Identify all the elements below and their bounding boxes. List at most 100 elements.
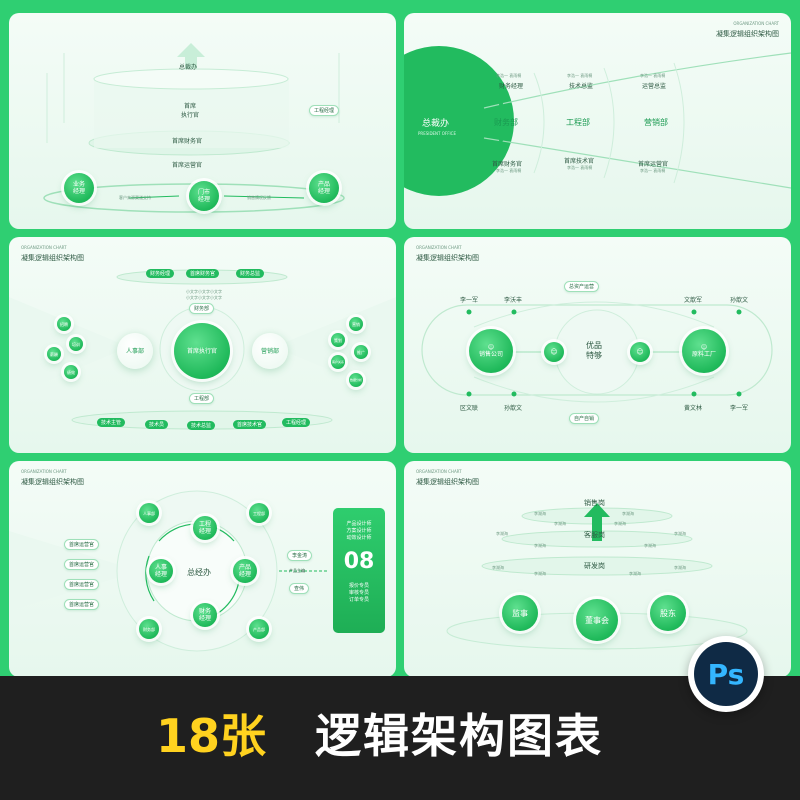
- photoshop-icon: Ps: [694, 642, 758, 706]
- top-pill-cfo: 首席财务官: [186, 269, 220, 278]
- role-coo: 首席运营官: [638, 161, 669, 168]
- panel5-subtitle: ORGANIZATION CHART: [21, 469, 67, 474]
- outer-product-dept: 产品部: [249, 619, 269, 639]
- name-top-1: 李一军: [460, 297, 479, 304]
- person-label: 李湖海: [614, 521, 626, 526]
- left-pill-coo: 首席运营官: [64, 579, 100, 590]
- right-pill-customer: 客户关系: [331, 355, 345, 369]
- left-pill-coo: 首席运营官: [64, 599, 100, 610]
- person-label: 李湖海: [674, 565, 686, 570]
- base-board: 董事会: [576, 599, 618, 641]
- card-role-3: 动效设计师: [346, 535, 372, 541]
- role-finance-manager: 财务经理: [499, 83, 524, 90]
- card-role-1: 产品设计师: [346, 521, 372, 527]
- center-ceo: 首席执行官: [174, 323, 230, 379]
- desc-text: 小文字小文字小文字: [186, 295, 222, 300]
- center-label: 优品 特够: [586, 341, 602, 360]
- panel5-title: 凝集逻辑组织架构图: [21, 478, 84, 486]
- person-label: 李浩一 袁雨桐: [496, 73, 522, 78]
- bottom-pill-technician: 技术员: [145, 420, 169, 429]
- node-product-manager: 产品 经理: [309, 173, 339, 203]
- panel2-subtitle: ORGANIZATION CHART: [733, 21, 779, 26]
- node-sales-company-label: 销售公司: [478, 351, 503, 358]
- tag-engineering-dept: 工程部: [189, 393, 215, 404]
- person-icon: ☺: [630, 342, 650, 362]
- panel-position-hierarchy-chart: ORGANIZATION CHART 凝集逻辑组织架构图 销售岗 客服岗 研发岗…: [404, 461, 791, 677]
- right-pill-marketing: 营销: [349, 317, 363, 331]
- flow-right-label: 销售情况反馈: [247, 195, 271, 200]
- panel1-decor: [43, 43, 345, 213]
- bottom-pill-engineering-manager: 工程经理: [282, 418, 311, 427]
- person-label: 李湖海: [496, 531, 508, 536]
- left-pill-salary: 薪酬: [47, 347, 61, 361]
- name-top-3: 文歆军: [684, 297, 703, 304]
- label-self-production: 自产自销: [569, 413, 600, 424]
- outer-engineering-dept: 工程部: [249, 503, 269, 523]
- dept-engineering: 工程部: [566, 118, 590, 127]
- panel2-decor: [404, 46, 791, 196]
- person-label: 李湖海: [534, 511, 546, 516]
- person-icon: ☺: [700, 344, 708, 351]
- panel-supply-chain-chart: ORGANIZATION CHART 凝集逻辑组织架构图 总资产运营 自产自销 …: [404, 237, 791, 453]
- panel-ceo-center-chart: ORGANIZATION CHART 凝集逻辑组织架构图 财务经理 首席财务官 …: [9, 237, 396, 453]
- person-label: 李湖海: [622, 511, 634, 516]
- base-supervisor: 监事: [502, 595, 538, 631]
- top-pill-finance-director: 财务总监: [236, 269, 265, 278]
- panel2-title: 凝集逻辑组织架构图: [716, 30, 779, 38]
- side-label-engineering-manager: 工程经理: [309, 105, 340, 116]
- left-pill-coo: 首席运营官: [64, 559, 100, 570]
- banner-count: 18张: [156, 709, 267, 763]
- outer-finance-dept: 财务部: [139, 619, 159, 639]
- panel4-subtitle: ORGANIZATION CHART: [416, 245, 462, 250]
- panel-general-office-chart: ORGANIZATION CHART 凝集逻辑组织架构图 总经办 工程 经理 产…: [9, 461, 396, 677]
- panel3-subtitle: ORGANIZATION CHART: [21, 245, 67, 250]
- photoshop-badge: Ps: [688, 636, 764, 712]
- name-top-2: 李沃丰: [504, 297, 523, 304]
- top-pill-finance-manager: 财务经理: [146, 269, 175, 278]
- bottom-pill-cto: 首席技术官: [233, 420, 267, 429]
- panel-president-office-chart: ORGANIZATION CHART 凝集逻辑组织架构图 总裁办 PRESIDE…: [404, 13, 791, 229]
- card-role-2: 方案设计师: [346, 528, 372, 534]
- right-pill-person-2: 查伟: [289, 583, 310, 594]
- left-pill-performance: 绩效: [64, 365, 78, 379]
- node-raw-material-factory-label: 原料工厂: [691, 351, 716, 358]
- node-raw-material-factory: ☺ 原料工厂: [682, 329, 726, 373]
- dept-finance: 财务部: [494, 118, 518, 127]
- banner-title: 逻辑架构图表: [315, 709, 603, 763]
- panel4-title: 凝集逻辑组织架构图: [416, 254, 479, 262]
- right-pill-data: 数据分析: [349, 373, 363, 387]
- hub-english-label: PRESIDENT OFFICE: [418, 131, 457, 136]
- panel5-decor: [9, 490, 329, 652]
- level-service-position: 客服岗: [584, 531, 605, 539]
- name-bottom-2: 孙歆文: [504, 405, 523, 412]
- role-operations-director: 运营总监: [642, 83, 667, 90]
- ring-engineering-manager: 工程 经理: [193, 516, 217, 540]
- node-sales-company: ☺ 销售公司: [469, 329, 513, 373]
- person-label: 李浩一 袁雨桐: [567, 165, 593, 170]
- desc-text: 小文字小文字小文字: [186, 289, 222, 294]
- panel6-title: 凝集逻辑组织架构图: [416, 478, 479, 486]
- person-label: 李浩一 袁雨桐: [640, 73, 666, 78]
- role-tech-director: 技术总监: [569, 83, 594, 90]
- person-label: 李湖海: [554, 521, 566, 526]
- center-general-office: 总经办: [187, 568, 211, 577]
- node-business-manager: 业务 经理: [64, 173, 94, 203]
- ring-product-manager: 产品 经理: [233, 559, 257, 583]
- right-pill-person-1: 李金涛: [287, 550, 313, 561]
- ring-finance-manager: 财务 经理: [193, 603, 217, 627]
- base-shareholders: 股东: [650, 595, 686, 631]
- label-total-asset-operation: 总资产运营: [564, 281, 600, 292]
- bottom-banner: [0, 676, 800, 800]
- left-pill-training: 培训: [69, 337, 83, 351]
- card-role-6: 订单专员: [348, 597, 369, 603]
- outer-hr-dept: 人事部: [139, 503, 159, 523]
- flow-left-label: 客户来源渠道支持: [119, 195, 151, 200]
- node-hr-dept: 人事部: [117, 333, 153, 369]
- card-number: 08: [343, 549, 375, 574]
- person-label: 李湖海: [534, 571, 546, 576]
- level-president-office: 总裁办: [179, 64, 198, 71]
- bottom-pill-tech-lead: 技术主管: [97, 418, 126, 427]
- name-top-4: 孙歆文: [730, 297, 749, 304]
- person-label: 李浩一 袁雨桐: [567, 73, 593, 78]
- person-icon: ☺: [487, 344, 495, 351]
